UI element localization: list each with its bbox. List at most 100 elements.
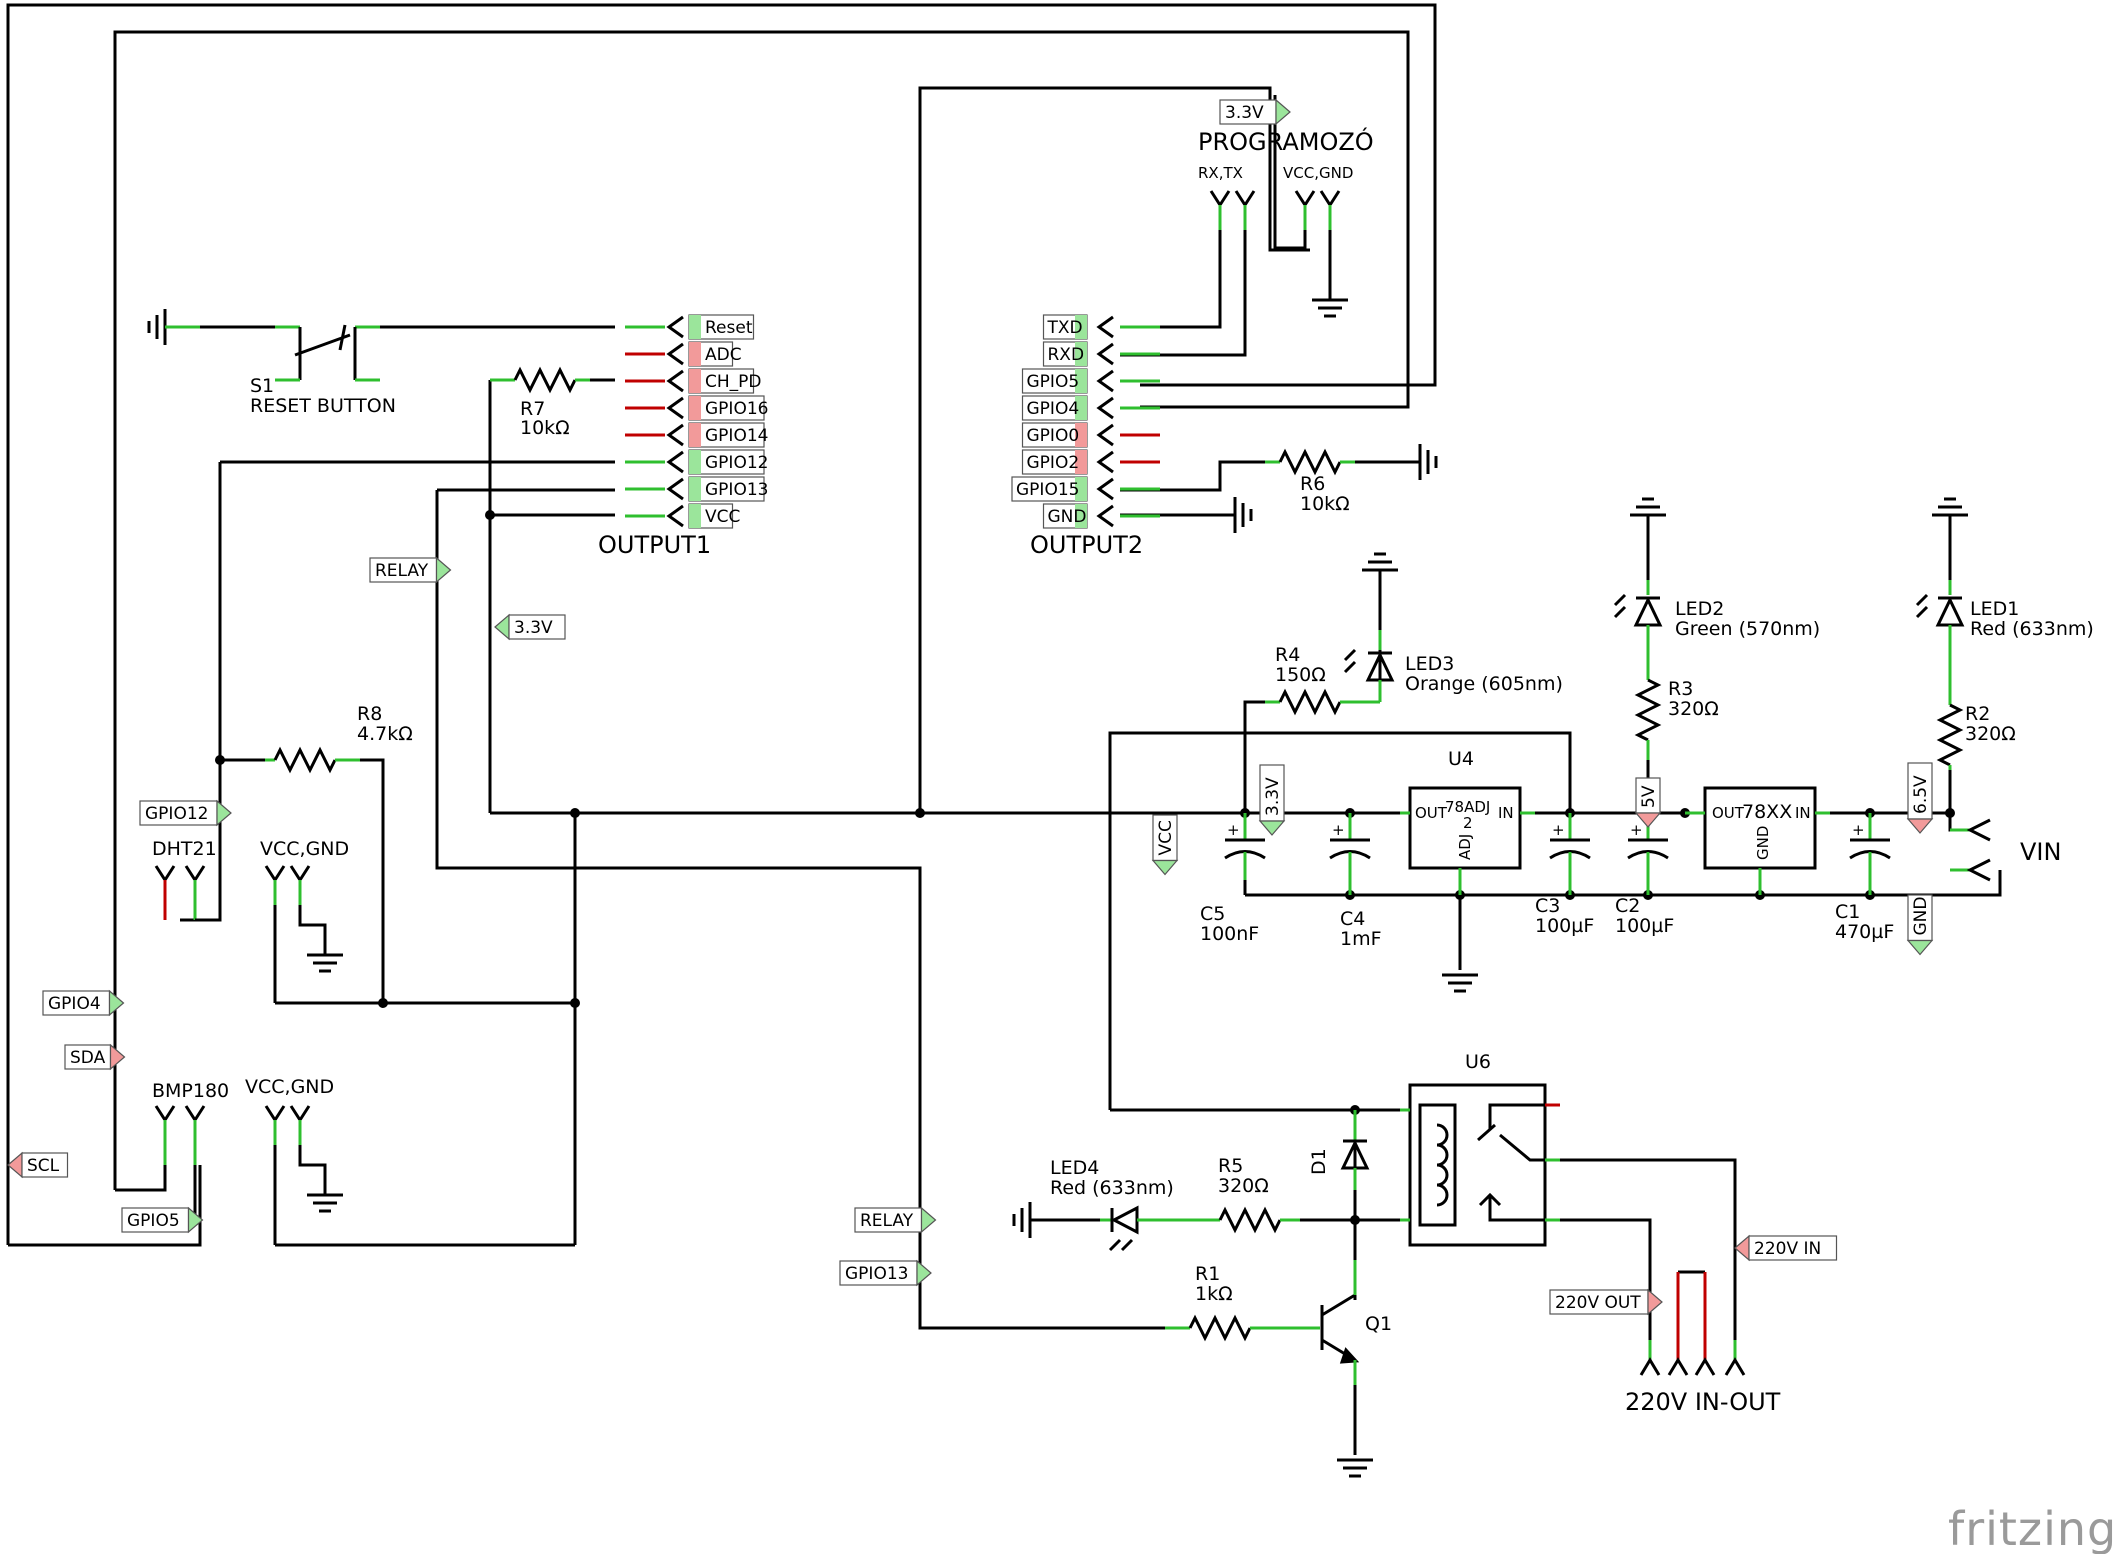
output2-pin-rxd: RXD — [1042, 341, 1088, 367]
led4-color: Red (633nm) — [1050, 1177, 1174, 1199]
svg-text:GPIO2: GPIO2 — [1027, 453, 1080, 473]
resistor-r1: R1 1kΩ — [1165, 1263, 1320, 1342]
s1-ref: S1 — [250, 375, 274, 397]
r4-ref: R4 — [1275, 644, 1300, 666]
ground-icon — [147, 307, 167, 347]
capacitor-c5: + C5 100nF — [1200, 813, 1266, 945]
capacitor-c4: + C4 1mF — [1329, 813, 1382, 950]
resistor-r7: R7 10kΩ — [490, 366, 590, 439]
c5-value: 100nF — [1200, 923, 1259, 945]
resistor-r3: R3 320Ω — [1634, 660, 1719, 760]
fritzing-logo: fritzing — [1948, 1502, 2117, 1554]
led2: LED2 Green (570nm) — [1613, 580, 1820, 660]
vin-connector: VIN — [1950, 818, 2061, 882]
led4: LED4 Red (633nm) — [1050, 1157, 1195, 1252]
r3-ref: R3 — [1668, 678, 1693, 700]
svg-text:78ADJ: 78ADJ — [1445, 798, 1490, 816]
capacitor-c3: + C3 100µF — [1535, 813, 1594, 937]
r4-value: 150Ω — [1275, 664, 1326, 686]
net-label-v5: 5V — [1634, 777, 1662, 828]
r7-ref: R7 — [520, 398, 545, 420]
led1: LED1 Red (633nm) — [1915, 580, 2094, 680]
svg-text:GND: GND — [1911, 897, 1931, 936]
led3-color: Orange (605nm) — [1405, 673, 1563, 695]
r3-value: 320Ω — [1668, 698, 1719, 720]
ground-icon — [1335, 1458, 1375, 1478]
svg-text:GND: GND — [1048, 507, 1087, 527]
r5-value: 320Ω — [1218, 1175, 1269, 1197]
output1-pin-chpd: CH_PD — [688, 368, 762, 394]
svg-text:+: + — [1630, 821, 1643, 839]
ground-icon — [305, 1193, 345, 1213]
ground-icon — [1628, 497, 1668, 517]
vin-label: VIN — [2020, 838, 2061, 866]
c5-ref: C5 — [1200, 903, 1225, 925]
q1-ref: Q1 — [1365, 1313, 1392, 1335]
svg-text:Reset: Reset — [705, 318, 753, 338]
dht-name: DHT21 — [152, 838, 217, 860]
svg-text:3.3V: 3.3V — [514, 618, 553, 638]
c2-ref: C2 — [1615, 895, 1640, 917]
relay-u6: U6 — [1400, 1051, 1560, 1247]
resistor-r8: R8 4.7kΩ — [265, 703, 413, 774]
bmp-name: BMP180 — [152, 1080, 229, 1102]
r2-value: 320Ω — [1965, 723, 2016, 745]
d1-ref: D1 — [1308, 1148, 1330, 1175]
svg-text:+: + — [1852, 821, 1865, 839]
mains-connector: 220V IN-OUT — [1625, 1272, 1781, 1416]
svg-text:+: + — [1332, 821, 1345, 839]
svg-text:IN: IN — [1498, 804, 1514, 822]
svg-text:GPIO5: GPIO5 — [127, 1211, 180, 1231]
resistor-r4: R4 150Ω — [1265, 644, 1380, 716]
output1-pin-gpio12: GPIO12 — [688, 449, 768, 475]
net-label-vcc: VCC — [1151, 814, 1179, 876]
svg-text:3.3V: 3.3V — [1225, 103, 1264, 123]
svg-text:GPIO4: GPIO4 — [1027, 399, 1080, 419]
r2-ref: R2 — [1965, 703, 1990, 725]
net-label-v220-in: 220V IN — [1734, 1234, 1838, 1262]
c2-value: 100µF — [1615, 915, 1674, 937]
led1-ref: LED1 — [1970, 598, 2019, 620]
r6-ref: R6 — [1300, 473, 1325, 495]
output1-pin-adc: ADC — [688, 341, 742, 367]
programmer-vccgnd: VCC,GND — [1283, 164, 1353, 182]
svg-text:GPIO0: GPIO0 — [1027, 426, 1080, 446]
svg-text:+: + — [1552, 821, 1565, 839]
r1-value: 1kΩ — [1195, 1283, 1233, 1305]
svg-text:GPIO13: GPIO13 — [705, 480, 768, 500]
svg-text:SCL: SCL — [27, 1156, 60, 1176]
c1-value: 470µF — [1835, 921, 1894, 943]
net-label-sda: SDA — [64, 1043, 126, 1071]
svg-text:3.3V: 3.3V — [1263, 777, 1283, 816]
svg-text:RXD: RXD — [1048, 345, 1085, 365]
r8-ref: R8 — [357, 703, 382, 725]
output2-pin-txd: TXD — [1042, 314, 1088, 340]
ground-symbols — [147, 298, 1970, 1478]
svg-text:5V: 5V — [1639, 785, 1659, 808]
net-label-v33-mid: 3.3V — [494, 613, 566, 641]
header-output1: ResetADCCH_PDGPIO16GPIO14GPIO12GPIO13VCC… — [598, 314, 768, 559]
svg-text:VCC: VCC — [1156, 820, 1176, 855]
net-label-v33-top: 3.3V — [1219, 98, 1291, 126]
svg-text:VCC: VCC — [705, 507, 740, 527]
svg-text:IN: IN — [1795, 804, 1811, 822]
sensor-bmp180: BMP180 VCC,GND — [152, 1076, 334, 1220]
svg-text:GPIO15: GPIO15 — [1016, 480, 1079, 500]
s1-name: RESET BUTTON — [250, 395, 396, 417]
bmp-power: VCC,GND — [245, 1076, 334, 1098]
svg-text:220V OUT: 220V OUT — [1555, 1293, 1641, 1313]
programmer-rxtx: RX,TX — [1198, 164, 1243, 182]
resistor-r2: R2 320Ω — [1936, 680, 2016, 770]
diode-d1: D1 — [1308, 1110, 1370, 1190]
reset-button-s1: S1 RESET BUTTON — [250, 324, 396, 417]
svg-text:2: 2 — [1463, 814, 1473, 832]
led3: LED3 Orange (605nm) — [1343, 630, 1563, 702]
transistor-q1: Q1 — [1320, 1260, 1392, 1385]
c4-value: 1mF — [1340, 928, 1382, 950]
programmer-title: PROGRAMOZÓ — [1198, 126, 1374, 156]
r6-value: 10kΩ — [1300, 493, 1350, 515]
led3-ref: LED3 — [1405, 653, 1454, 675]
svg-text:GPIO13: GPIO13 — [845, 1264, 908, 1284]
